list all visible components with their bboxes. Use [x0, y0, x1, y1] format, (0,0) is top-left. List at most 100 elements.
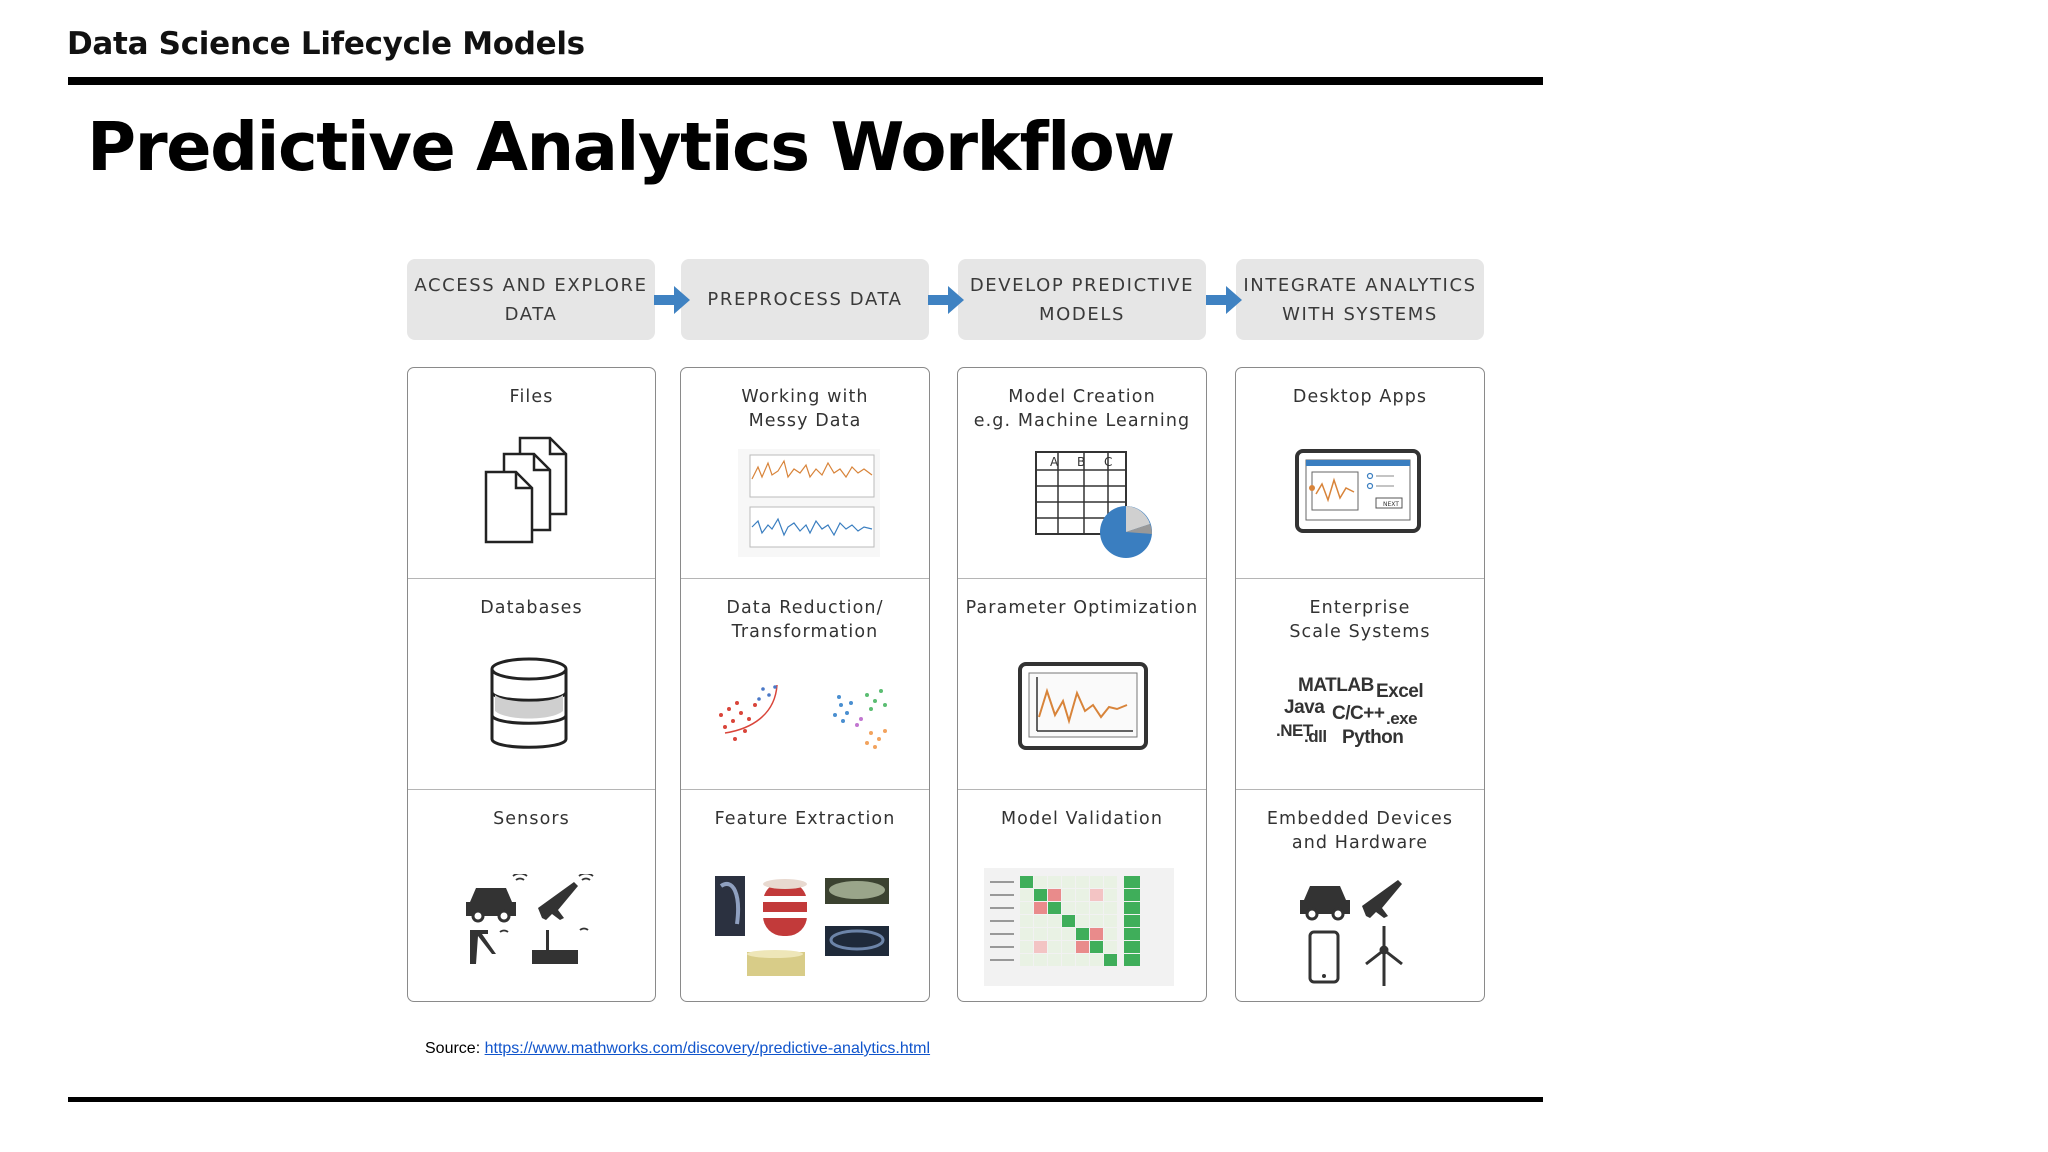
- sensors-icon: [466, 874, 594, 964]
- matrix-summary-cell: [1124, 889, 1140, 901]
- optimization-monitor-icon: [1018, 662, 1148, 750]
- matrix-cell: [1076, 876, 1089, 888]
- files-icon: [484, 436, 568, 544]
- matrix-cell: [1090, 928, 1103, 940]
- source-link[interactable]: https://www.mathworks.com/discovery/pred…: [484, 1040, 931, 1057]
- matrix-cell: [1020, 889, 1033, 901]
- matrix-cell: [1020, 941, 1033, 953]
- matrix-cell: [1104, 928, 1117, 940]
- matrix-cell: [1048, 928, 1061, 940]
- matrix-cell: [1020, 915, 1033, 927]
- matrix-cell: [1048, 889, 1061, 901]
- matrix-cell: [1034, 915, 1047, 927]
- matrix-header-c: C: [1104, 455, 1112, 469]
- matrix-cell: [1034, 941, 1047, 953]
- matrix-cell: [1104, 954, 1117, 966]
- cell-parameter-optimization: Parameter Optimization: [958, 578, 1206, 790]
- matrix-cell: [1076, 915, 1089, 927]
- matrix-summary-cell: [1124, 928, 1140, 940]
- matrix-cell: [1020, 876, 1033, 888]
- cell-desktop-apps: Desktop Apps NEXT: [1236, 368, 1484, 578]
- cell-sensors: Sensors: [408, 789, 655, 1004]
- matrix-cell: [1076, 928, 1089, 940]
- matrix-cell: [1076, 889, 1089, 901]
- matrix-cell: [1104, 902, 1117, 914]
- matrix-cell: [1090, 941, 1103, 953]
- stage-header-preprocess: PREPROCESS DATA: [681, 259, 929, 340]
- matrix-summary-cell: [1124, 954, 1140, 966]
- matrix-row-label: [990, 946, 1014, 948]
- flow-arrow-icon: [654, 286, 690, 314]
- matrix-cell: [1034, 876, 1047, 888]
- matrix-cell: [1062, 954, 1075, 966]
- matrix-cell: [1062, 941, 1075, 953]
- source-prefix: Source:: [425, 1040, 485, 1057]
- matrix-cell: [1104, 876, 1117, 888]
- cell-files: Files: [408, 368, 655, 578]
- flow-arrow-icon: [1206, 286, 1242, 314]
- stage-header-develop: DEVELOP PREDICTIVE MODELS: [958, 259, 1206, 340]
- matrix-cell: [1034, 928, 1047, 940]
- matrix-cell: [1090, 876, 1103, 888]
- matrix-cell: [1020, 902, 1033, 914]
- table-pie-icon: A B C: [1035, 451, 1152, 558]
- matrix-summary-cell: [1124, 941, 1140, 953]
- matrix-cell: [1090, 889, 1103, 901]
- lang-cpp: C/C++: [1332, 703, 1385, 724]
- column-develop-models: Model Creation e.g. Machine Learning A B…: [957, 367, 1207, 1002]
- matrix-row-label: [990, 881, 1014, 883]
- matrix-cell: [1048, 941, 1061, 953]
- lang-java: Java: [1284, 697, 1325, 718]
- matrix-row-label: [990, 907, 1014, 909]
- matrix-cell: [1062, 902, 1075, 914]
- matrix-cell: [1062, 928, 1075, 940]
- matrix-summary-cell: [1124, 915, 1140, 927]
- cell-model-validation: Model Validation: [958, 789, 1206, 1004]
- page-title: Predictive Analytics Workflow: [87, 108, 1175, 186]
- cell-model-creation: Model Creation e.g. Machine Learning A B…: [958, 368, 1206, 578]
- matrix-cell: [1076, 902, 1089, 914]
- stage-header-integrate: INTEGRATE ANALYTICS WITH SYSTEMS: [1236, 259, 1484, 340]
- matrix-cell: [1048, 902, 1061, 914]
- matrix-cell: [1034, 889, 1047, 901]
- matrix-cell: [1090, 902, 1103, 914]
- matrix-cell: [1048, 954, 1061, 966]
- lang-exe: .exe: [1386, 709, 1418, 728]
- cell-messy-data: Working with Messy Data: [681, 368, 929, 578]
- app-next-label: NEXT: [1383, 501, 1399, 508]
- matrix-cell: [1104, 915, 1117, 927]
- matrix-cell: [1062, 876, 1075, 888]
- matrix-row-label: [990, 894, 1014, 896]
- confusion-matrix-icon: [984, 868, 1174, 986]
- matrix-cell: [1062, 889, 1075, 901]
- matrix-cell: [1062, 915, 1075, 927]
- messy-data-chart-icon: [738, 449, 880, 557]
- scatter-clusters-icon: [719, 684, 887, 749]
- lang-net: .NET: [1276, 721, 1313, 740]
- matrix-header-a: A: [1050, 455, 1059, 469]
- matrix-row-label: [990, 933, 1014, 935]
- flow-arrow-icon: [928, 286, 964, 314]
- cell-feature-extraction: Feature Extraction: [681, 789, 929, 1004]
- database-icon: [490, 657, 568, 749]
- bottom-rule: [68, 1097, 1543, 1102]
- feature-images-icon: [715, 876, 889, 976]
- top-rule: [68, 77, 1543, 85]
- matrix-cell: [1104, 889, 1117, 901]
- cell-databases: Databases: [408, 578, 655, 790]
- matrix-cell: [1076, 954, 1089, 966]
- matrix-cell: [1020, 928, 1033, 940]
- section-title: Data Science Lifecycle Models: [67, 26, 585, 62]
- matrix-cell: [1048, 876, 1061, 888]
- lang-excel: Excel: [1376, 681, 1424, 702]
- column-integrate: Desktop Apps NEXT Enterprise Scale Syste…: [1235, 367, 1485, 1002]
- column-access-explore: Files Databases Sensors: [407, 367, 656, 1002]
- cell-enterprise-systems: Enterprise Scale Systems MATLAB Excel Ja…: [1236, 578, 1484, 790]
- matrix-cell: [1076, 941, 1089, 953]
- matrix-cell: [1020, 954, 1033, 966]
- matrix-row-label: [990, 959, 1014, 961]
- matrix-cell: [1048, 915, 1061, 927]
- source-citation: Source: https://www.mathworks.com/discov…: [425, 1040, 930, 1058]
- matrix-cell: [1090, 915, 1103, 927]
- column-preprocess: Working with Messy Data Data Reduction/ …: [680, 367, 930, 1002]
